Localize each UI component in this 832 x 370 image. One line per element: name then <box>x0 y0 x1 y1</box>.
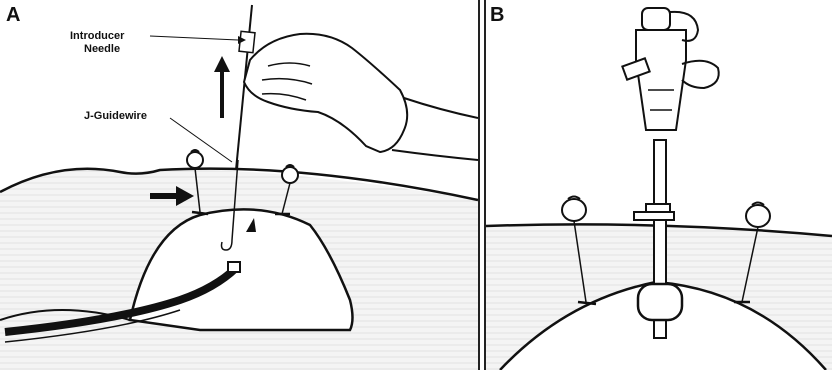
panel-a: A Introducer Needle J-Guidewire <box>0 0 478 370</box>
panel-a-illustration <box>0 0 478 370</box>
panel-b: B <box>486 0 832 370</box>
introducer-needle-label-line2: Needle <box>84 43 120 56</box>
panel-divider <box>478 0 486 370</box>
panel-b-illustration <box>486 0 832 370</box>
up-arrow <box>214 56 230 118</box>
endoscope-tip <box>228 262 240 272</box>
gloved-hand <box>244 34 478 160</box>
panel-b-letter: B <box>490 4 504 27</box>
feeding-connector <box>622 8 718 130</box>
panel-a-letter: A <box>6 4 20 27</box>
j-guidewire-label: J-Guidewire <box>84 110 147 123</box>
introducer-needle-label-line1: Introducer <box>70 30 124 43</box>
